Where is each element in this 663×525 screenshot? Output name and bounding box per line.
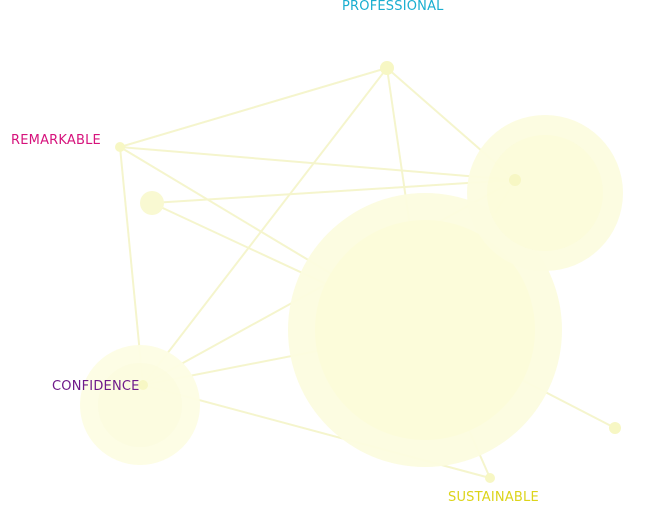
nodes [115, 61, 621, 483]
connection-line [142, 67, 388, 386]
label-remarkable: REMARKABLE [11, 133, 101, 148]
node-medium [509, 174, 521, 186]
label-sustainable: SUSTAINABLE [448, 490, 539, 505]
bubble-medium-core [487, 135, 603, 251]
node-right [609, 422, 621, 434]
bubble-confidence-core [98, 363, 182, 447]
connection-line [151, 179, 516, 204]
node-sustainable [485, 473, 495, 483]
node-professional [380, 61, 394, 75]
node-small [140, 191, 164, 215]
node-confidence [138, 380, 148, 390]
bubbles [80, 115, 623, 467]
bubble-large-core [315, 220, 535, 440]
connection-line [119, 146, 516, 181]
node-remarkable [115, 142, 125, 152]
label-professional: PROFESSIONAL [342, 0, 444, 14]
connection-line [119, 67, 388, 148]
label-confidence: CONFIDENCE [52, 379, 140, 394]
